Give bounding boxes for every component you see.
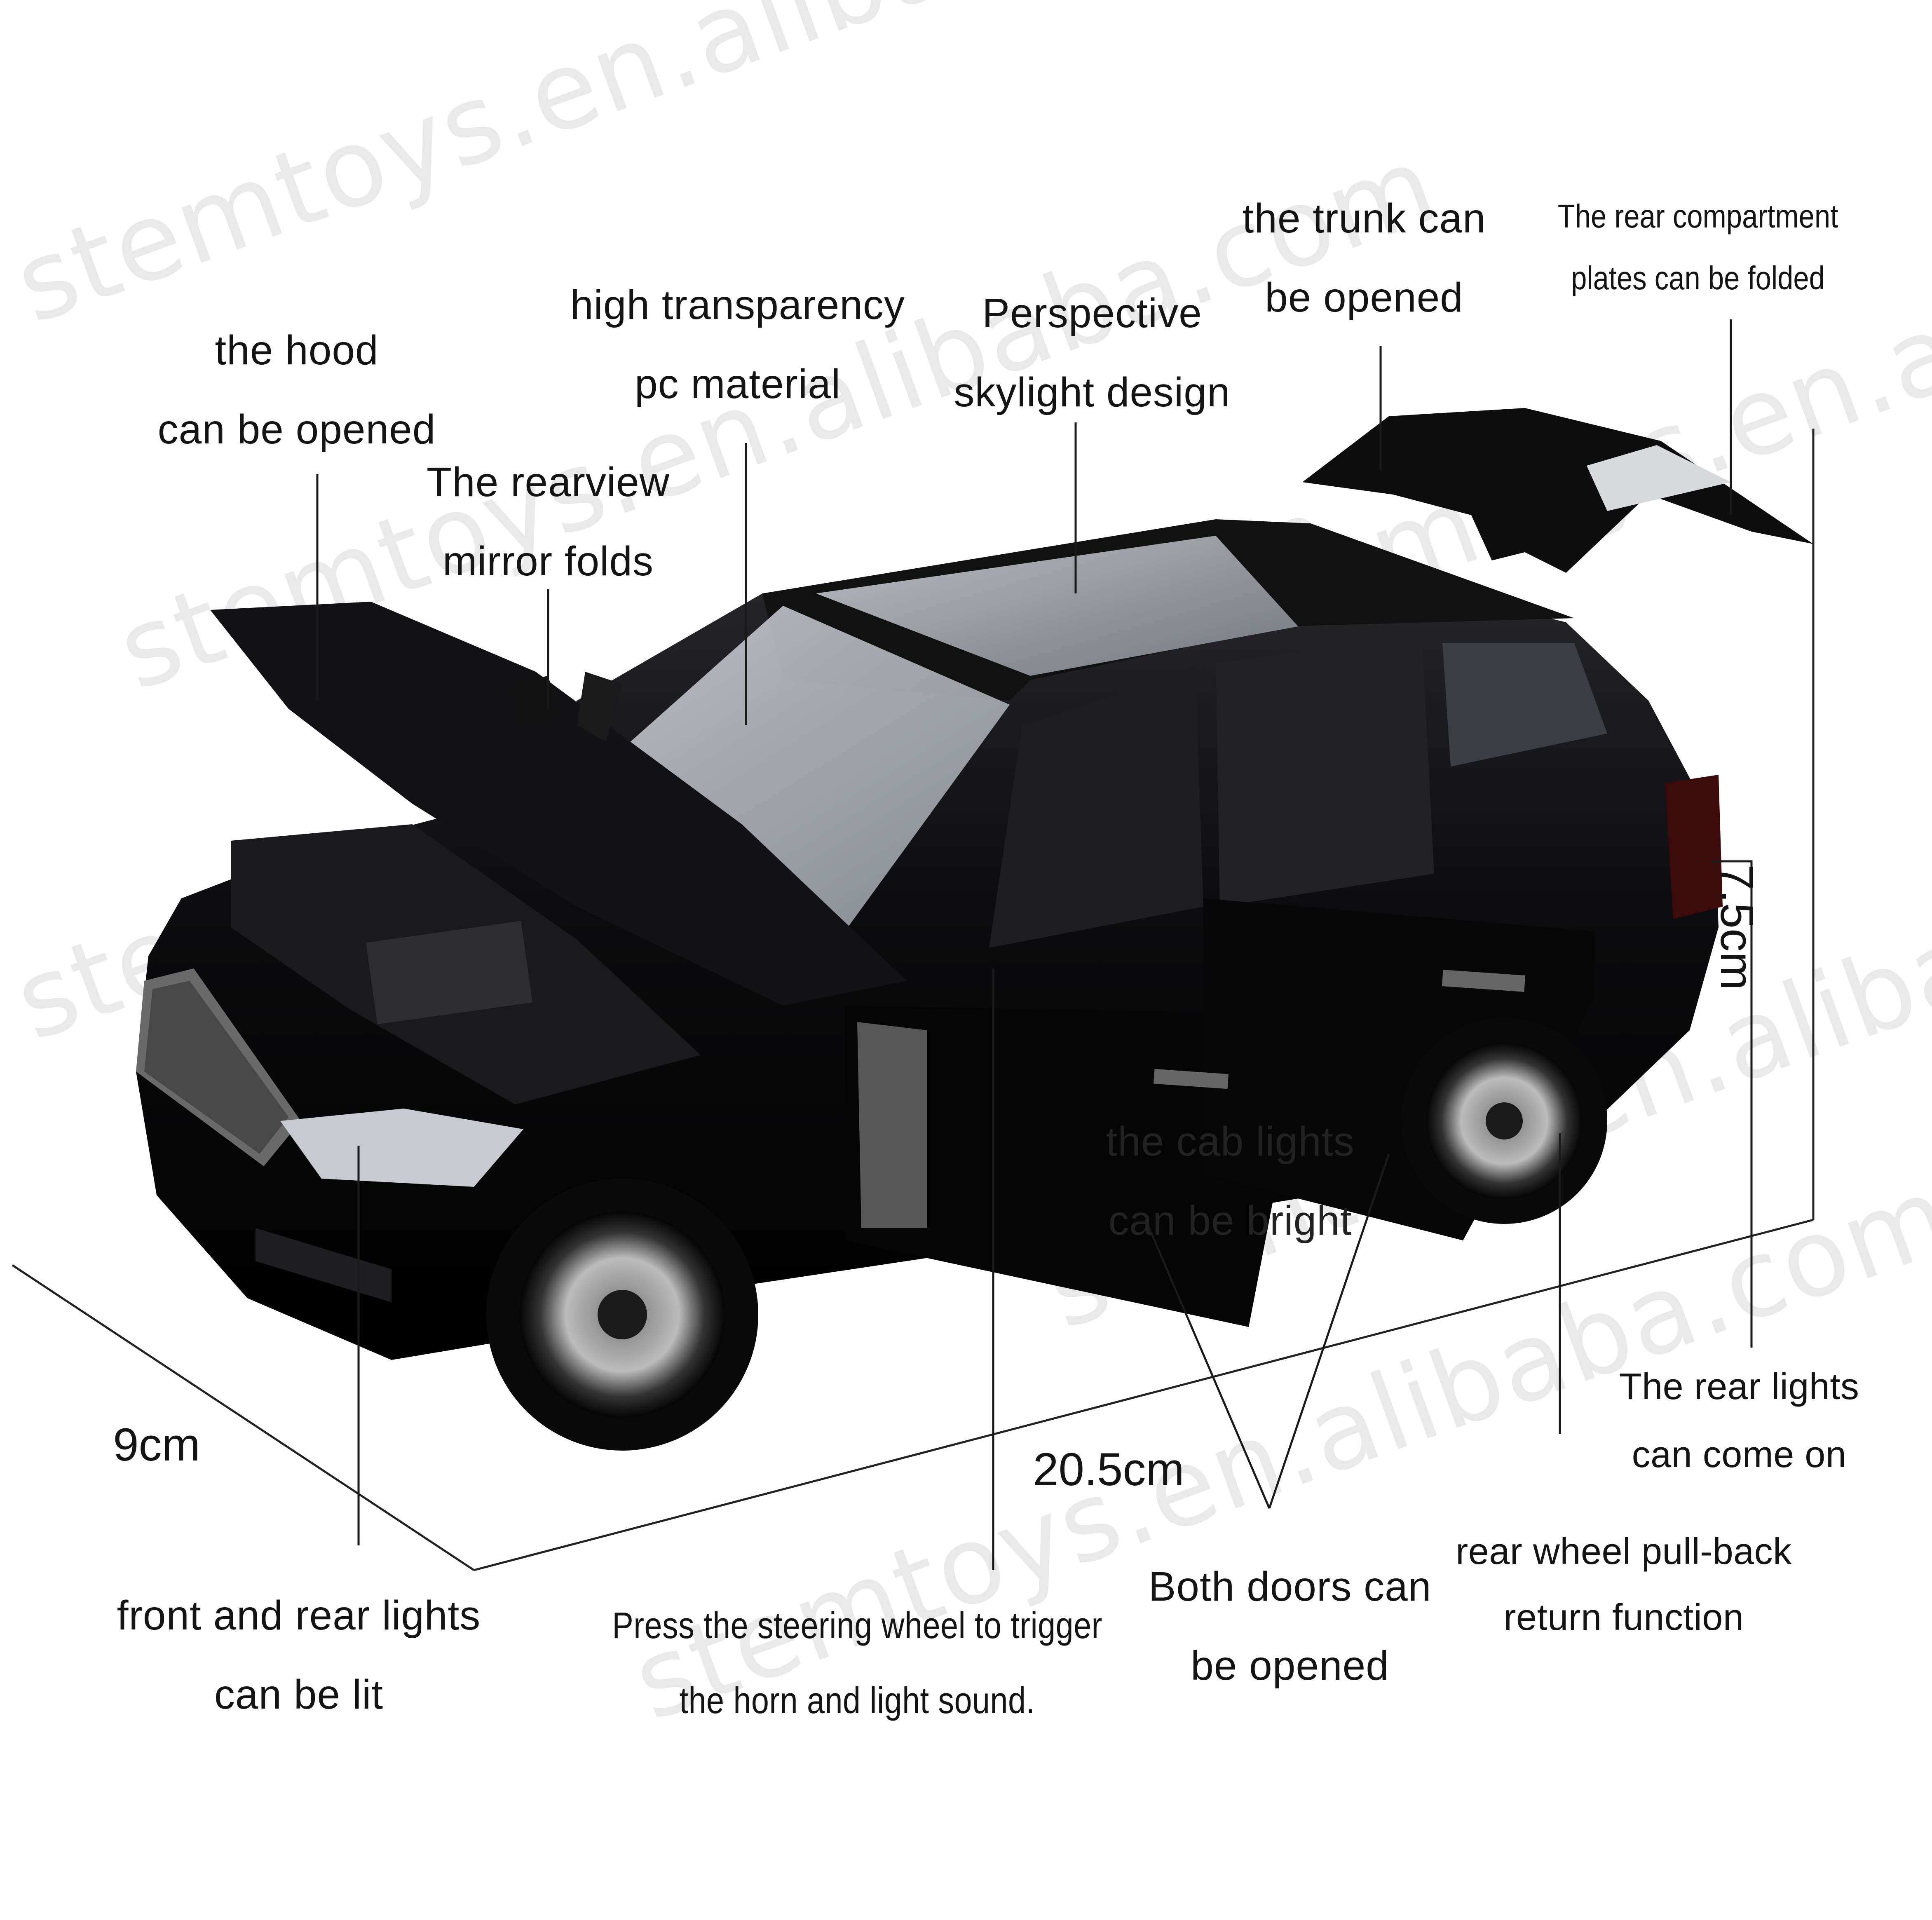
steering-line-2: the horn and light sound. bbox=[679, 1680, 1035, 1721]
mirror-line-2: mirror folds bbox=[442, 538, 654, 584]
rear-plates-label: The rear compartment plates can be folde… bbox=[1528, 200, 1868, 295]
leader-lines bbox=[316, 319, 1753, 1570]
mirror-label: The rearview mirror folds bbox=[387, 462, 709, 582]
rear-lights-line-1: The rear lights bbox=[1619, 1366, 1859, 1407]
pullback-line-2: return function bbox=[1503, 1597, 1744, 1638]
trunk-line-1: the trunk can bbox=[1242, 195, 1486, 241]
width-dimension: 9cm bbox=[113, 1419, 200, 1470]
front-rear-lights-line-1: front and rear lights bbox=[117, 1592, 481, 1639]
pullback-label: rear wheel pull-back return function bbox=[1426, 1533, 1822, 1636]
front-wheel bbox=[486, 1179, 758, 1451]
trunk-line-2: be opened bbox=[1265, 274, 1463, 321]
cab-lights-line-1: the cab lights bbox=[1106, 1118, 1355, 1165]
hood-line-1: the hood bbox=[215, 327, 379, 373]
rear-plates-line-1: The rear compartment bbox=[1557, 198, 1838, 234]
steering-label: Press the steering wheel to trigger the … bbox=[591, 1607, 1123, 1719]
length-dimension: 20.5cm bbox=[1033, 1444, 1184, 1495]
pc-line-1: high transparency bbox=[570, 282, 905, 328]
dimension-lines bbox=[12, 429, 1815, 1571]
hood-line-2: can be opened bbox=[157, 406, 436, 452]
rear-plates-line-2: plates can be folded bbox=[1571, 260, 1825, 296]
trunk-label: the trunk can be opened bbox=[1208, 198, 1521, 318]
cab-lights-line-2: can be bright bbox=[1108, 1198, 1352, 1244]
rear-wheel bbox=[1401, 1018, 1607, 1224]
mirror-line-1: The rearview bbox=[427, 459, 670, 505]
pc-line-2: pc material bbox=[634, 361, 841, 407]
hood-label: the hood can be opened bbox=[124, 330, 470, 450]
doors-line-1: Both doors can bbox=[1148, 1564, 1432, 1610]
rear-lights-line-2: can come on bbox=[1632, 1434, 1847, 1475]
pc-material-label: high transparency pc material bbox=[536, 284, 940, 405]
rear-lights-label: The rear lights can come on bbox=[1591, 1368, 1887, 1473]
skylight-line-2: skylight design bbox=[954, 369, 1231, 415]
cab-lights-label: the cab lights can be bright bbox=[1055, 1121, 1405, 1241]
steering-line-1: Press the steering wheel to trigger bbox=[612, 1605, 1102, 1646]
skylight-label: Perspective skylight design bbox=[919, 293, 1265, 413]
front-rear-lights-line-2: can be lit bbox=[214, 1672, 384, 1718]
height-dimension: 7.5cm bbox=[1711, 864, 1763, 990]
skylight-line-1: Perspective bbox=[982, 290, 1202, 336]
pullback-line-1: rear wheel pull-back bbox=[1456, 1531, 1792, 1572]
car-body bbox=[136, 408, 1813, 1360]
doors-line-2: be opened bbox=[1191, 1643, 1389, 1689]
doors-label: Both doors can be opened bbox=[1133, 1566, 1447, 1686]
front-rear-lights-label: front and rear lights can be lit bbox=[74, 1595, 523, 1715]
